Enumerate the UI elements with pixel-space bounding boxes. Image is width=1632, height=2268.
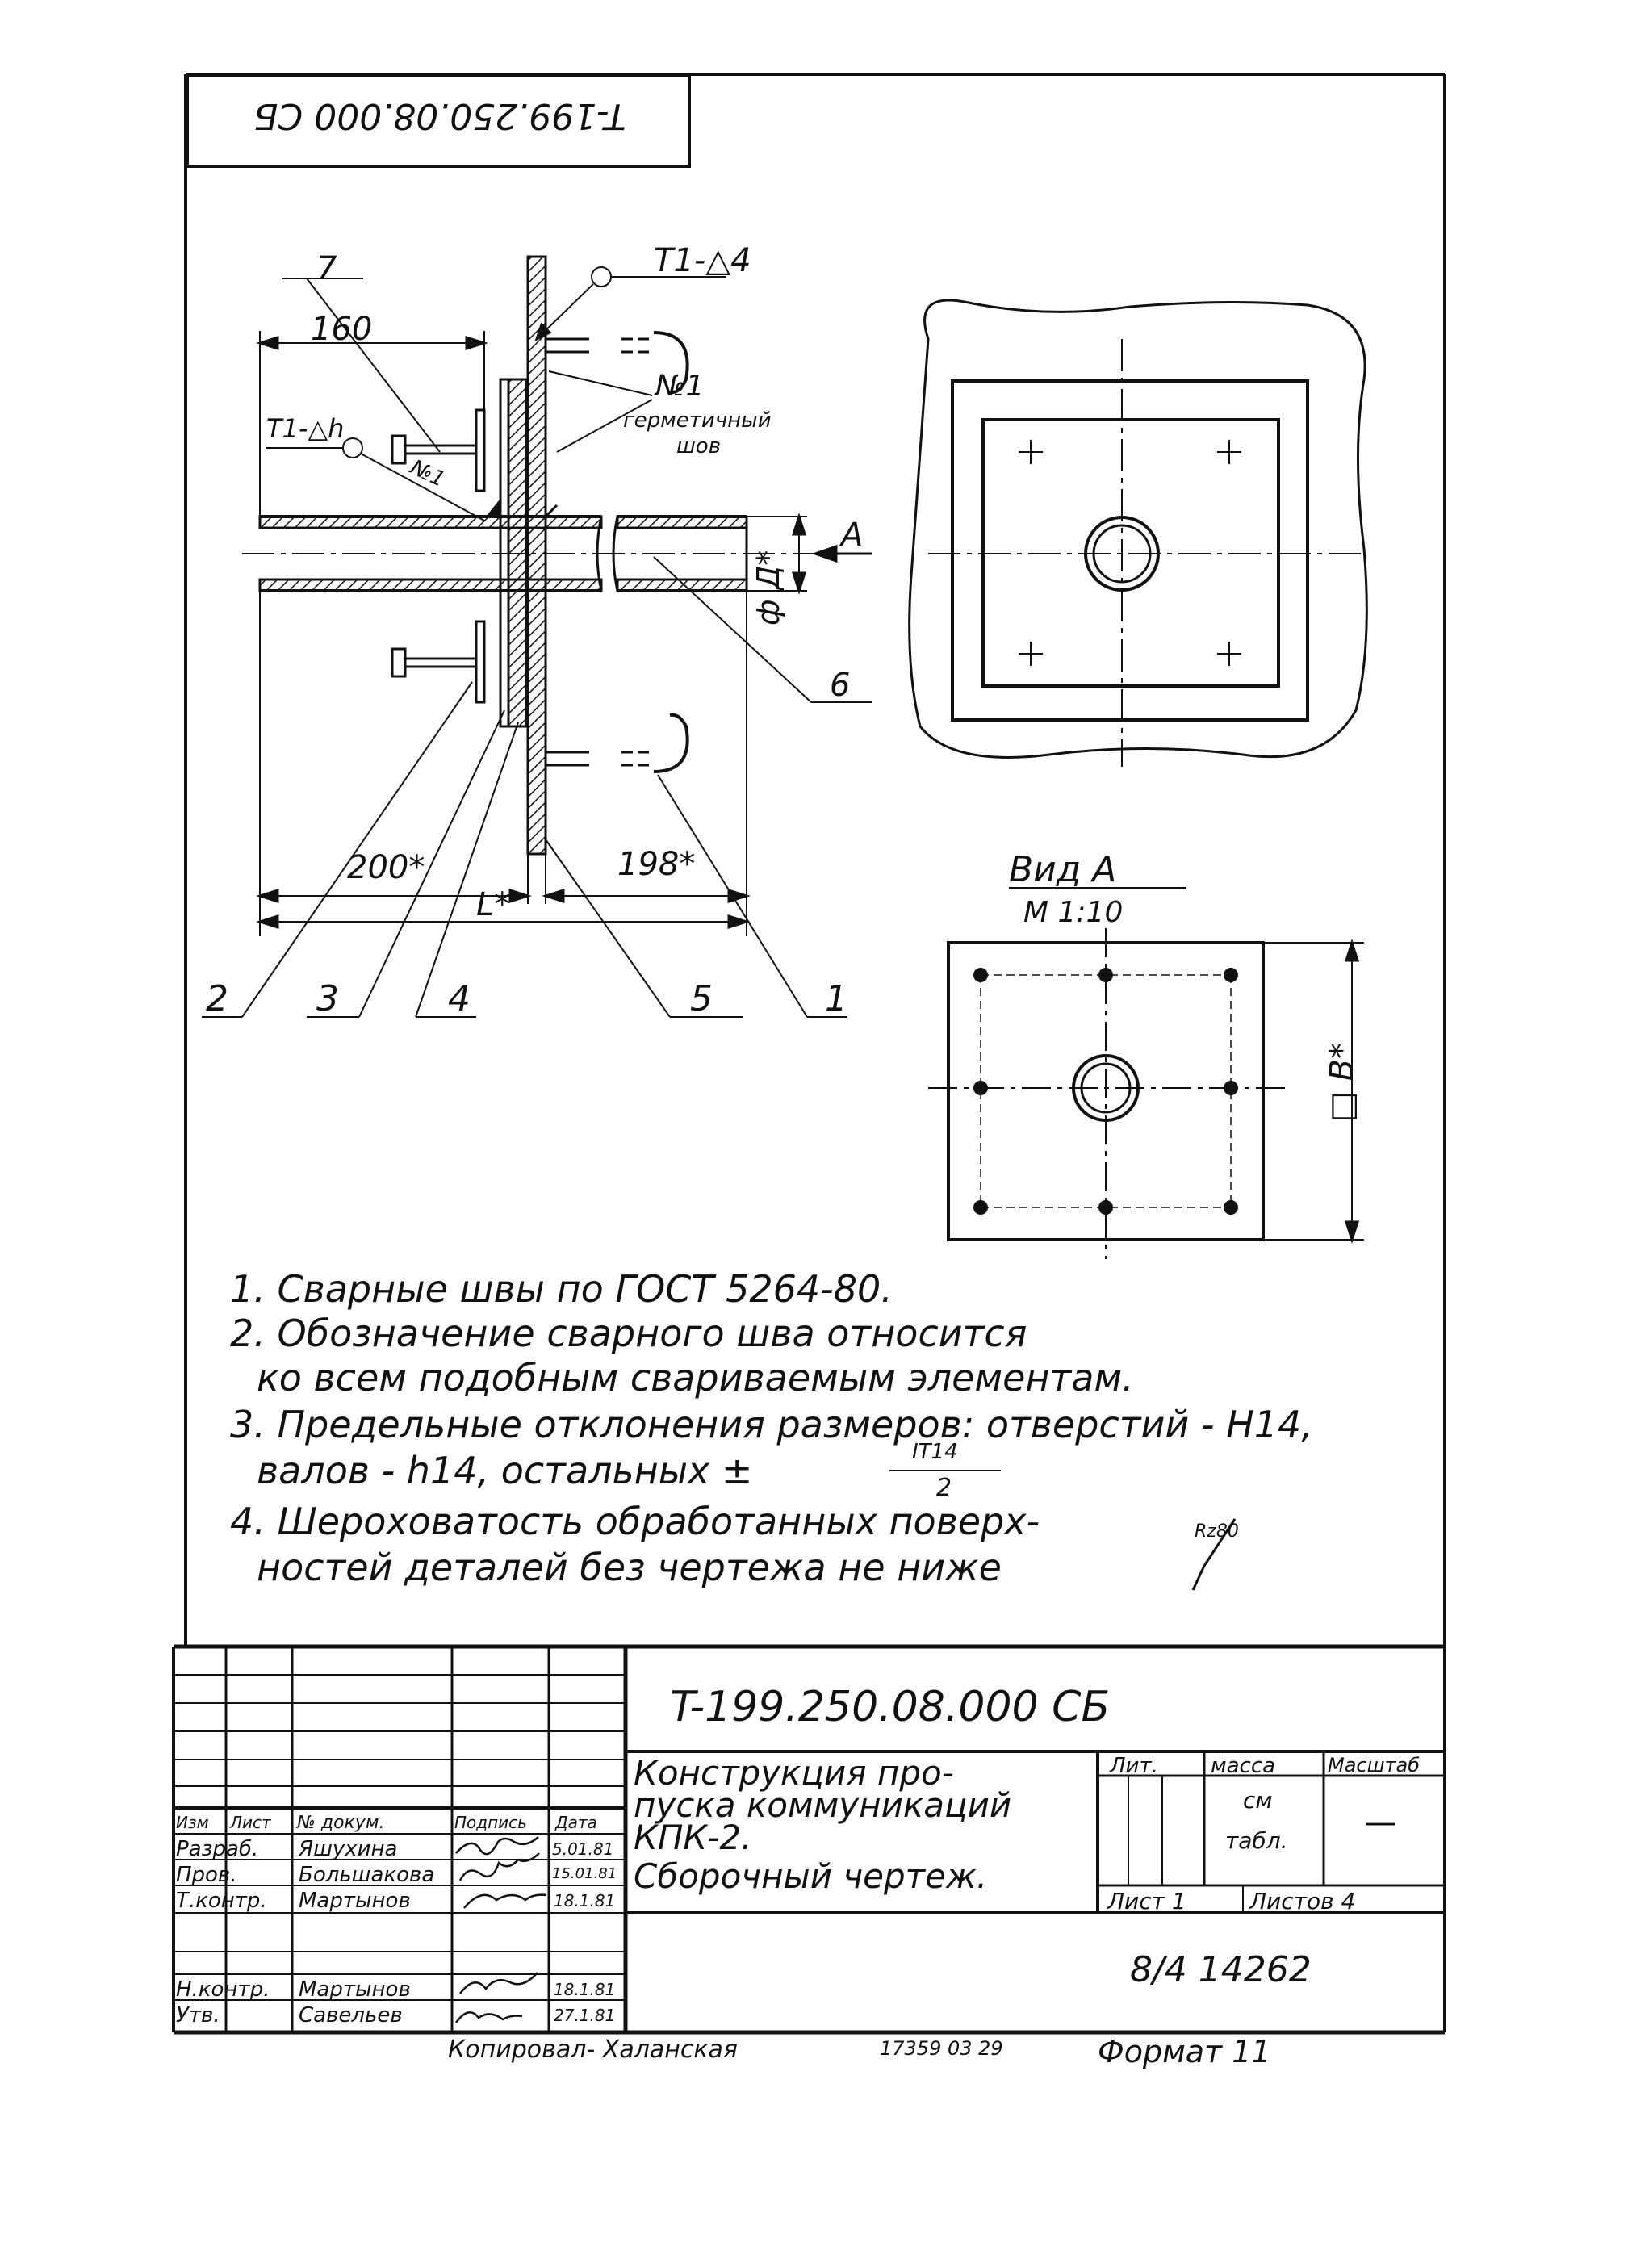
row-role-utv: Утв. bbox=[176, 2003, 220, 2027]
title-block-name-4: Сборочный чертеж. bbox=[634, 1856, 988, 1896]
sheet-frame bbox=[184, 73, 1446, 2032]
row-role-razrab: Разраб. bbox=[176, 1837, 259, 1861]
roughness-value: Rz80 bbox=[1195, 1521, 1239, 1542]
footer-copied: Копировал- Халанская bbox=[448, 2036, 738, 2064]
row-date-tkontr: 18.1.81 bbox=[554, 1891, 616, 1910]
callout-6: 6 bbox=[830, 667, 851, 704]
col-header-list: Лист bbox=[230, 1813, 271, 1832]
weld-number-right: №1 bbox=[655, 370, 705, 403]
lit-label: Лит. bbox=[1110, 1754, 1158, 1778]
note-2-cont: ко всем подобным свариваемым элементам. bbox=[257, 1356, 1134, 1400]
col-header-doc: № докум. bbox=[297, 1813, 385, 1833]
callout-1: 1 bbox=[825, 978, 847, 1019]
row-name-razrab: Яшухина bbox=[299, 1837, 398, 1861]
note-4: 4. Шероховатость обработанных поверх- bbox=[230, 1500, 1040, 1543]
row-name-tkontr: Мартынов bbox=[299, 1889, 411, 1913]
dimension-198: 198* bbox=[617, 846, 696, 883]
view-a bbox=[928, 887, 1364, 1259]
note-1: 1. Сварные швы по ГОСТ 5264-80. bbox=[230, 1267, 893, 1311]
title-block-doc-code: T-199.250.08.000 СБ bbox=[670, 1683, 1111, 1731]
tolerance-denominator: 2 bbox=[936, 1474, 952, 1502]
col-header-izm: Изм bbox=[176, 1813, 209, 1832]
scale-label: Масштаб bbox=[1328, 1754, 1421, 1776]
col-header-date: Дата bbox=[555, 1813, 597, 1832]
title-block-name-3: КПК-2. bbox=[634, 1818, 752, 1857]
row-name-utv: Савельев bbox=[299, 2003, 403, 2027]
note-3: 3. Предельные отклонения размеров: отвер… bbox=[230, 1403, 1313, 1446]
weld-label-left: T1-△h bbox=[266, 413, 345, 444]
callout-2: 2 bbox=[206, 978, 228, 1019]
plate-part-1 bbox=[526, 255, 547, 856]
dimension-L: L* bbox=[476, 886, 511, 923]
note-4-cont: ностей деталей без чертежа не ниже bbox=[257, 1546, 1002, 1589]
title-block-name-1: Конструкция про- bbox=[634, 1753, 954, 1793]
row-date-razrab: 5.01.81 bbox=[552, 1839, 614, 1859]
row-role-nkontr: Н.контр. bbox=[176, 1977, 270, 2002]
view-a-scale: М 1:10 bbox=[1023, 896, 1124, 929]
plan-view bbox=[908, 299, 1368, 767]
mass-value-2: табл. bbox=[1225, 1827, 1288, 1854]
footer-format: Формат 11 bbox=[1098, 2034, 1271, 2069]
scale-value: — bbox=[1364, 1804, 1396, 1841]
concrete-outline bbox=[908, 299, 1368, 759]
row-date-nkontr: 18.1.81 bbox=[554, 1980, 616, 1999]
row-date-prov: 15.01.81 bbox=[552, 1865, 617, 1882]
sealed-seam-label-2: шов bbox=[676, 434, 722, 458]
tolerance-numerator: IT14 bbox=[912, 1440, 958, 1464]
weld-label-top: T1-△4 bbox=[654, 242, 751, 279]
title-block-grid bbox=[172, 1644, 1445, 2035]
row-name-nkontr: Мартынов bbox=[299, 1977, 411, 2002]
note-2: 2. Обозначение сварного шва относится bbox=[230, 1312, 1027, 1355]
callout-5: 5 bbox=[690, 978, 713, 1019]
mass-label: масса bbox=[1211, 1754, 1276, 1778]
row-name-prov: Большакова bbox=[299, 1863, 435, 1887]
view-marker-A: A bbox=[841, 517, 864, 554]
sheets-label: Листов 4 bbox=[1249, 1888, 1356, 1914]
footer-number: 17359 03 29 bbox=[880, 2037, 1003, 2060]
sheet-label: Лист 1 bbox=[1107, 1888, 1186, 1914]
callout-7: 7 bbox=[316, 250, 337, 287]
title-block-name-2: пуска коммуникаций bbox=[634, 1785, 1012, 1825]
dimension-160: 160 bbox=[311, 311, 373, 348]
callout-3: 3 bbox=[316, 978, 339, 1019]
col-header-sign: Подпись bbox=[454, 1813, 527, 1832]
mass-value-1: см bbox=[1243, 1787, 1273, 1814]
view-a-title: Вид А bbox=[1009, 849, 1117, 890]
org-code: 8/4 14262 bbox=[1130, 1949, 1312, 1990]
section-view bbox=[202, 255, 872, 1018]
callout-4: 4 bbox=[448, 978, 471, 1019]
row-role-tkontr: Т.контр. bbox=[176, 1889, 267, 1913]
row-role-prov: Пров. bbox=[176, 1863, 237, 1887]
row-date-utv: 27.1.81 bbox=[554, 2006, 616, 2025]
dimension-200: 200* bbox=[347, 849, 425, 886]
note-3-cont: валов - h14, остальных ± bbox=[257, 1449, 753, 1492]
sealed-seam-label-1: герметичный bbox=[623, 408, 772, 433]
